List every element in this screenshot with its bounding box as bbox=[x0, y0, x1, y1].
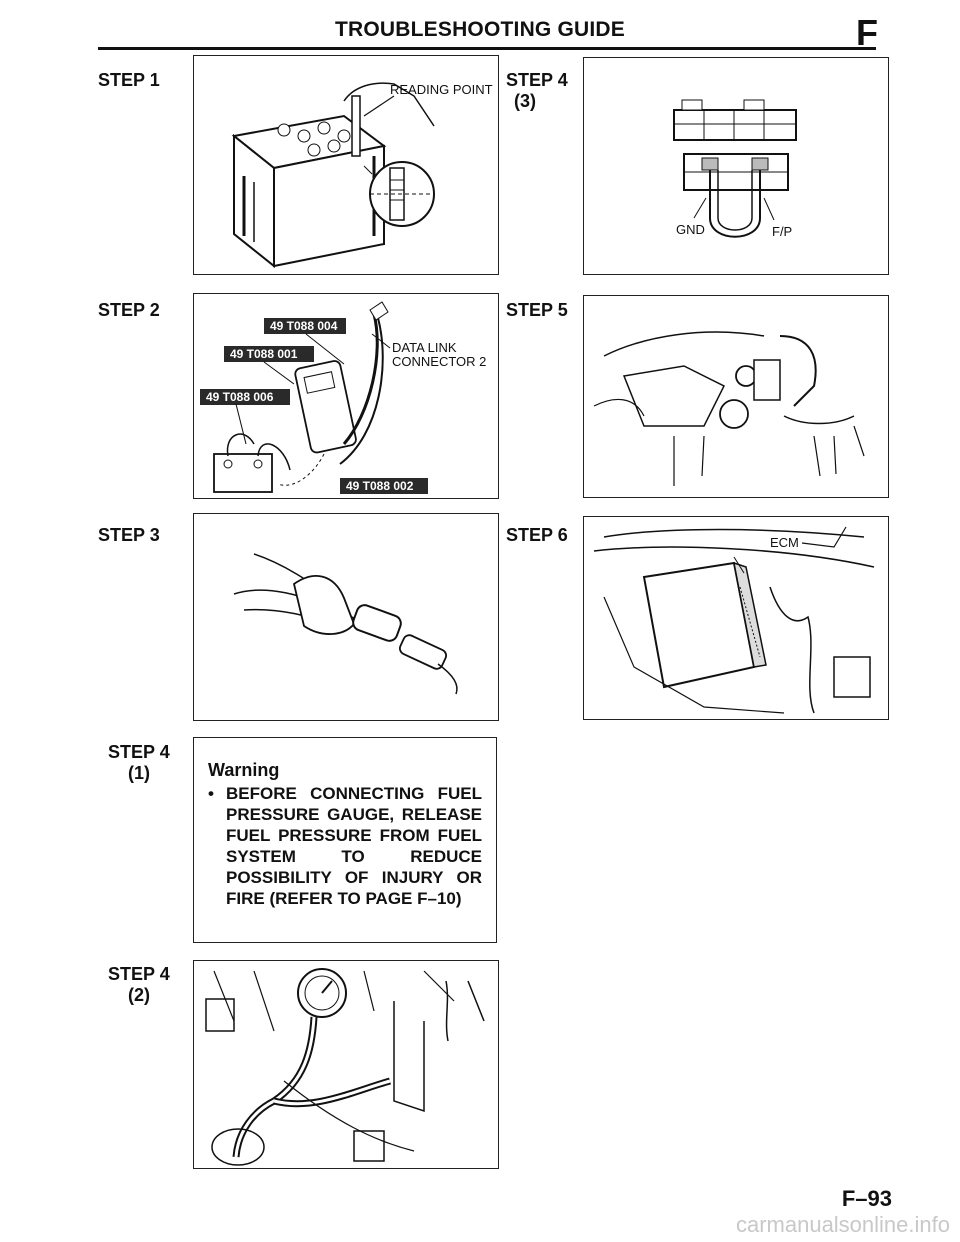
dlc-callout-line1: DATA LINK bbox=[392, 340, 457, 355]
ecm-callout: ECM bbox=[770, 535, 799, 550]
step2-label-text: STEP 2 bbox=[98, 300, 160, 320]
ecm-location-illustration: ECM bbox=[593, 526, 875, 714]
gnd-label: GND bbox=[676, 222, 705, 237]
step6-label: STEP 6 bbox=[506, 525, 568, 546]
hand-connector-illustration bbox=[233, 553, 458, 695]
dlc-callout-line2: CONNECTOR 2 bbox=[392, 354, 486, 369]
tool-label-c: 49 T088 006 bbox=[206, 390, 274, 404]
warning-title: Warning bbox=[208, 760, 280, 780]
tester-connection-illustration: 49 T088 004 49 T088 001 49 T088 006 49 T… bbox=[200, 301, 486, 494]
tool-label-b: 49 T088 001 bbox=[230, 347, 298, 361]
step4-3-label: STEP 4 (3) bbox=[506, 70, 568, 112]
warning-text: BEFORE CONNECTING FUEL PRESSURE GAUGE, R… bbox=[226, 784, 482, 908]
tool-badge-b bbox=[224, 346, 314, 362]
step4-1-sub: (1) bbox=[128, 763, 150, 783]
step4-2-figure bbox=[193, 960, 499, 1169]
step4-1-label: STEP 4 (1) bbox=[108, 742, 170, 784]
fuel-gauge-install-illustration bbox=[205, 968, 485, 1166]
tool-label-d: 49 T088 002 bbox=[346, 479, 414, 493]
page-number: F–93 bbox=[841, 1186, 892, 1211]
connector-jumper-illustration: GND F/P bbox=[673, 99, 797, 239]
step4-1-label-text: STEP 4 bbox=[108, 742, 170, 762]
step4-3-figure: GND F/P bbox=[583, 57, 889, 275]
step4-3-sub: (3) bbox=[514, 91, 536, 111]
tool-badge-c bbox=[200, 389, 290, 405]
reading-point-callout: READING POINT bbox=[390, 82, 493, 97]
header-rule bbox=[98, 47, 876, 50]
step6-label-text: STEP 6 bbox=[506, 525, 568, 545]
bullet-icon: • bbox=[208, 784, 214, 803]
warning-panel: Warning • BEFORE CONNECTING FUEL PRESSUR… bbox=[193, 737, 497, 943]
step5-figure bbox=[583, 295, 889, 498]
step1-label: STEP 1 bbox=[98, 70, 160, 91]
tool-label-a: 49 T088 004 bbox=[270, 319, 338, 333]
step2-label: STEP 2 bbox=[98, 300, 160, 321]
step3-label: STEP 3 bbox=[98, 525, 160, 546]
step5-label-text: STEP 5 bbox=[506, 300, 568, 320]
step1-label-text: STEP 1 bbox=[98, 70, 160, 90]
step3-figure bbox=[193, 513, 499, 721]
step4-2-label: STEP 4 (2) bbox=[108, 964, 170, 1006]
step2-figure: 49 T088 004 49 T088 001 49 T088 006 49 T… bbox=[193, 293, 499, 499]
step4-2-sub: (2) bbox=[128, 985, 150, 1005]
step3-label-text: STEP 3 bbox=[98, 525, 160, 545]
tool-badge-a bbox=[264, 318, 346, 334]
page-title: TROUBLESHOOTING GUIDE bbox=[334, 18, 626, 41]
step4-3-label-text: STEP 4 bbox=[506, 70, 568, 90]
engine-bay-illustration bbox=[593, 331, 865, 486]
step5-label: STEP 5 bbox=[506, 300, 568, 321]
battery-hydrometer-illustration: READING POINT bbox=[231, 82, 493, 269]
section-letter: F bbox=[856, 12, 878, 53]
fp-label: F/P bbox=[772, 224, 792, 239]
step1-figure: READING POINT bbox=[193, 55, 499, 275]
step6-figure: ECM bbox=[583, 516, 889, 720]
warning-item: • BEFORE CONNECTING FUEL PRESSURE GAUGE,… bbox=[208, 783, 482, 909]
tool-badge-d bbox=[340, 478, 428, 494]
step4-2-label-text: STEP 4 bbox=[108, 964, 170, 984]
watermark: carmanualsonline.info bbox=[735, 1212, 950, 1237]
